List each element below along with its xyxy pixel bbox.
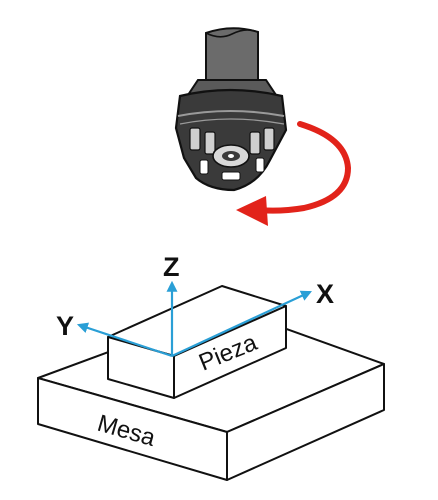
- axis-y-label: Y: [56, 311, 74, 341]
- coordinate-axes: [76, 280, 312, 358]
- workpiece-side-face: [173, 305, 287, 399]
- table-side-face: [226, 363, 385, 481]
- axis-x-line: [171, 290, 312, 357]
- milling-cutter-icon: [174, 27, 288, 192]
- workpiece-block: [107, 285, 287, 399]
- axis-z-label: Z: [163, 252, 180, 282]
- tool-shank: [205, 27, 259, 81]
- rotation-arrow-icon: [236, 121, 352, 226]
- axis-y-line: [76, 322, 173, 358]
- axis-x-label: X: [316, 279, 334, 309]
